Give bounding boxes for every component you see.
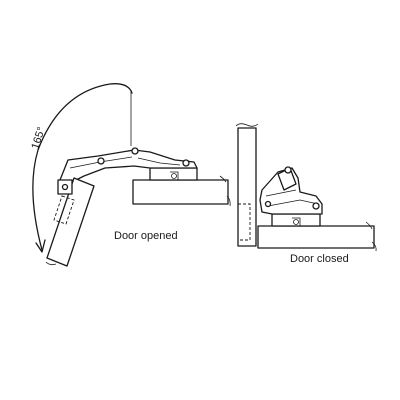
mounting-plate-opened: [149, 167, 198, 181]
arc-arrow-head: [35, 239, 46, 253]
mounting-plate-closed: [271, 213, 321, 227]
door-opened-label: Door opened: [114, 230, 178, 242]
cabinet-panel-closed: [257, 221, 377, 252]
door-closed-label: Door closed: [290, 253, 349, 265]
door-closed-view: Door closed: [235, 123, 377, 265]
door-closed: [235, 123, 259, 247]
opening-angle-label: 165°: [29, 126, 47, 151]
opening-angle-arc: [32, 83, 133, 251]
door-opened: [45, 177, 95, 267]
hinge-arm-closed: [259, 166, 323, 215]
door-opened-view: 165°: [29, 83, 231, 267]
